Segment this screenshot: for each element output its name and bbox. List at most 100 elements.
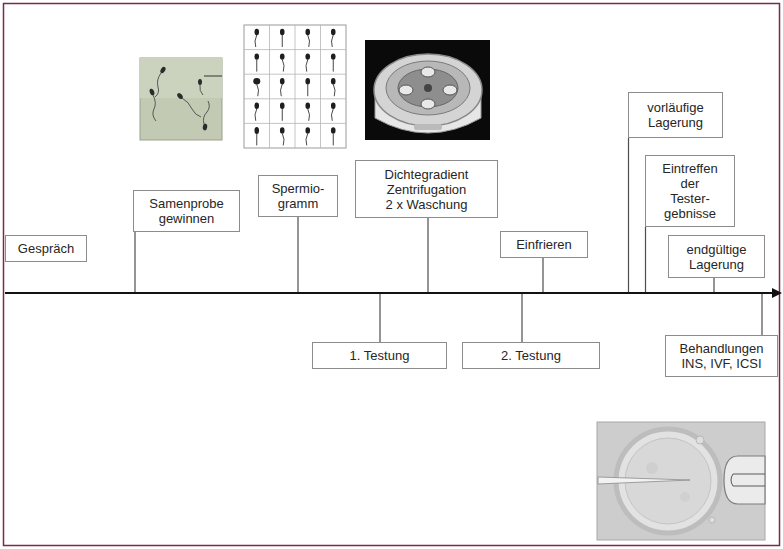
morphology-chart-part-part [307,84,308,96]
centrifuge-photo-part [374,54,482,126]
centrifuge-photo-part [424,84,432,92]
timeline-box: Einfrieren [500,231,588,258]
morphology-chart-part-part [253,78,260,84]
morphology-chart-part [280,78,285,96]
box-label: vorläufige Lagerung [647,100,703,130]
morphology-chart-part [244,25,346,148]
morphology-chart-part [244,49,346,50]
centrifuge-photo-part [421,99,435,109]
morphology-chart-part-part [331,109,333,121]
sperm-photo-part [159,66,166,74]
morphology-chart-part [254,29,259,47]
sperm-photo-part [200,85,203,95]
timeline-box: 2. Testung [462,342,600,369]
leader-line [297,217,298,293]
box-label: Spermio- gramm [272,181,325,211]
morphology-chart-part [305,103,310,121]
timeline-box: Samenprobe gewinnen [133,190,240,232]
sperm-photo-part [203,101,209,124]
morphology-chart-part-part [305,29,310,35]
morphology-chart-part [280,103,285,121]
box-label: Behandlungen INS, IVF, ICSI [678,341,766,371]
morphology-chart-part-part [282,133,284,145]
leader-line [542,258,543,293]
sperm-photo-part [182,98,201,117]
morphology-chart-part [295,25,296,148]
morphology-chart-part-part [280,78,285,84]
morphology-chart-part [269,25,270,148]
timeline-box: endgültige Lagerung [668,235,765,278]
leader-line [713,278,714,293]
box-label: 1. Testung [350,348,410,363]
icsi-photo [597,422,765,540]
morphology-chart-part-part [333,60,334,72]
morphology-chart-part-part [257,84,259,96]
morphology-chart [244,25,346,148]
morphology-chart-part [280,29,285,47]
timeline-box: 1. Testung [312,342,447,369]
morphology-chart-part [331,29,336,47]
centrifuge-photo-part [365,40,490,140]
morphology-chart-part-part [305,103,310,109]
morphology-chart-part-part [305,78,310,84]
leader-line [134,232,135,293]
leader-line [427,218,428,293]
morphology-chart-part [280,53,285,71]
leader-line [379,293,380,342]
morphology-chart-part-part [333,84,335,96]
centrifuge-photo [365,40,490,140]
timeline-box: Gespräch [5,235,87,262]
morphology-chart-part-part [308,35,310,47]
box-label: 2. Testung [501,348,561,363]
morphology-chart-part-part [282,109,283,121]
morphology-chart-part [305,29,310,47]
morphology-chart-part-part [331,78,336,84]
box-label: Dichtegradient Zentrifugation 2 x Waschu… [383,167,470,212]
morphology-chart-part [244,74,346,75]
morphology-chart-part-part [331,127,336,133]
morphology-chart-part-part [254,53,259,59]
box-label: Gespräch [18,241,74,256]
morphology-chart-part-part [331,103,336,109]
morphology-chart-part-part [256,60,257,72]
morphology-chart-part [305,53,310,71]
morphology-chart-part-part [331,29,336,35]
box-label: endgültige Lagerung [687,242,747,272]
morphology-chart-part [331,53,336,71]
outer-frame [4,4,780,546]
box-label: Einfrieren [516,237,572,252]
morphology-chart-part-part [280,127,285,133]
centrifuge-photo-part [399,85,413,95]
morphology-chart-part [254,127,259,146]
timeline-box: Behandlungen INS, IVF, ICSI [665,335,778,377]
morphology-chart-part [331,103,336,121]
icsi-photo-part [709,517,715,523]
icsi-photo-part [646,462,658,474]
sperm-photo-part [140,58,222,98]
morphology-chart-part [244,98,346,99]
morphology-chart-part-part [280,53,285,59]
morphology-chart-part [280,127,285,145]
morphology-chart-part-part [282,60,284,72]
sperm-photo-part [140,58,222,140]
morphology-chart-part-part [331,35,333,47]
centrifuge-photo-part [414,124,442,130]
centrifuge-photo-part [421,67,435,77]
morphology-chart-part-part [306,60,308,72]
morphology-chart-part [305,78,310,96]
morphology-chart-part-part [305,53,310,59]
sperm-photo-part [155,73,161,97]
morphology-chart-part-part [254,103,259,109]
timeline-box: Dichtegradient Zentrifugation 2 x Waschu… [355,160,498,218]
sperm-photo-part [198,79,202,85]
morphology-chart-part-part [255,35,257,47]
morphology-chart-part [331,127,336,145]
icsi-photo-part [597,422,765,540]
timeline-box: Eintreffen der Tester- gebnisse [645,155,735,227]
morphology-chart-part-part [280,84,282,96]
morphology-chart-part-part [255,109,257,121]
morphology-chart-part [254,103,259,121]
timeline-box: vorläufige Lagerung [628,92,723,138]
leader-line [628,138,629,293]
